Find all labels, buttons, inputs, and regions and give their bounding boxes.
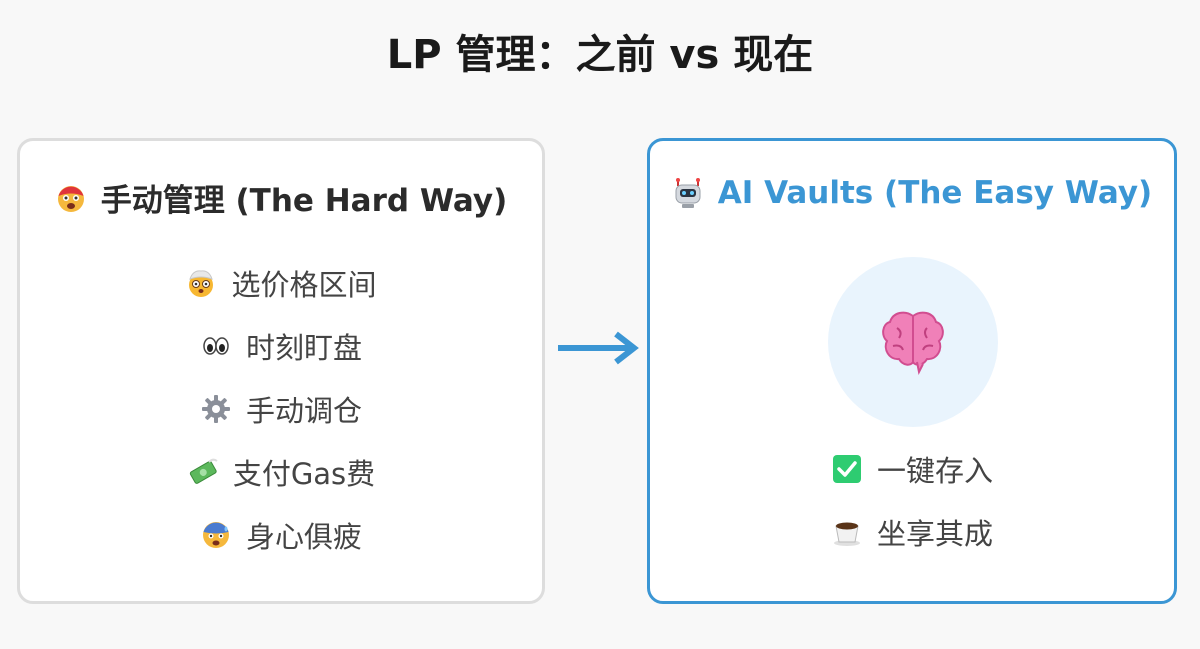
list-item-label: 手动调仓 (245, 393, 362, 428)
ai-vaults-card: AI Vaults (The Easy Way) 一键存入 (647, 138, 1177, 604)
list-item: 坐享其成 (831, 500, 993, 563)
list-item: 手动调仓 (200, 377, 362, 440)
gear-icon (200, 393, 232, 425)
stressed-face-icon (55, 182, 87, 214)
manual-card-title: 手动管理 (The Hard Way) (100, 183, 508, 219)
ai-card-heading: AI Vaults (The Easy Way) (650, 175, 1174, 211)
money-flying-icon (187, 456, 219, 488)
brain-circle (828, 257, 998, 427)
list-item-label: 时刻盯盘 (245, 330, 362, 365)
robot-icon (672, 177, 704, 209)
list-item: 一键存入 (831, 437, 993, 500)
list-item: 身心俱疲 (200, 503, 362, 566)
list-item: 支付Gas费 (187, 440, 375, 503)
list-item-label: 选价格区间 (231, 267, 377, 302)
puzzled-face-icon (185, 267, 217, 299)
coffee-icon (831, 516, 863, 548)
list-item-label: 支付Gas费 (232, 456, 376, 491)
brain-icon (877, 304, 949, 380)
page-title: LP 管理：之前 vs 现在 (386, 32, 814, 78)
manual-steps-list: 选价格区间 时刻盯盘 (20, 251, 542, 566)
ai-card-title: AI Vaults (The Easy Way) (717, 175, 1153, 211)
right-arrow-icon (558, 331, 639, 365)
eyes-icon (200, 330, 232, 362)
list-item-label: 坐享其成 (876, 516, 993, 551)
check-mark-icon (831, 453, 863, 485)
manual-card-heading: 手动管理 (The Hard Way) (20, 175, 542, 220)
list-item: 时刻盯盘 (200, 314, 362, 377)
list-item-label: 一键存入 (876, 453, 993, 488)
manual-management-card: 手动管理 (The Hard Way) 选价格区间 (17, 138, 545, 604)
list-item: 选价格区间 (185, 251, 377, 314)
anxious-face-icon (200, 519, 232, 551)
ai-benefits-list: 一键存入 坐享其成 (650, 437, 1174, 563)
list-item-label: 身心俱疲 (245, 519, 362, 554)
